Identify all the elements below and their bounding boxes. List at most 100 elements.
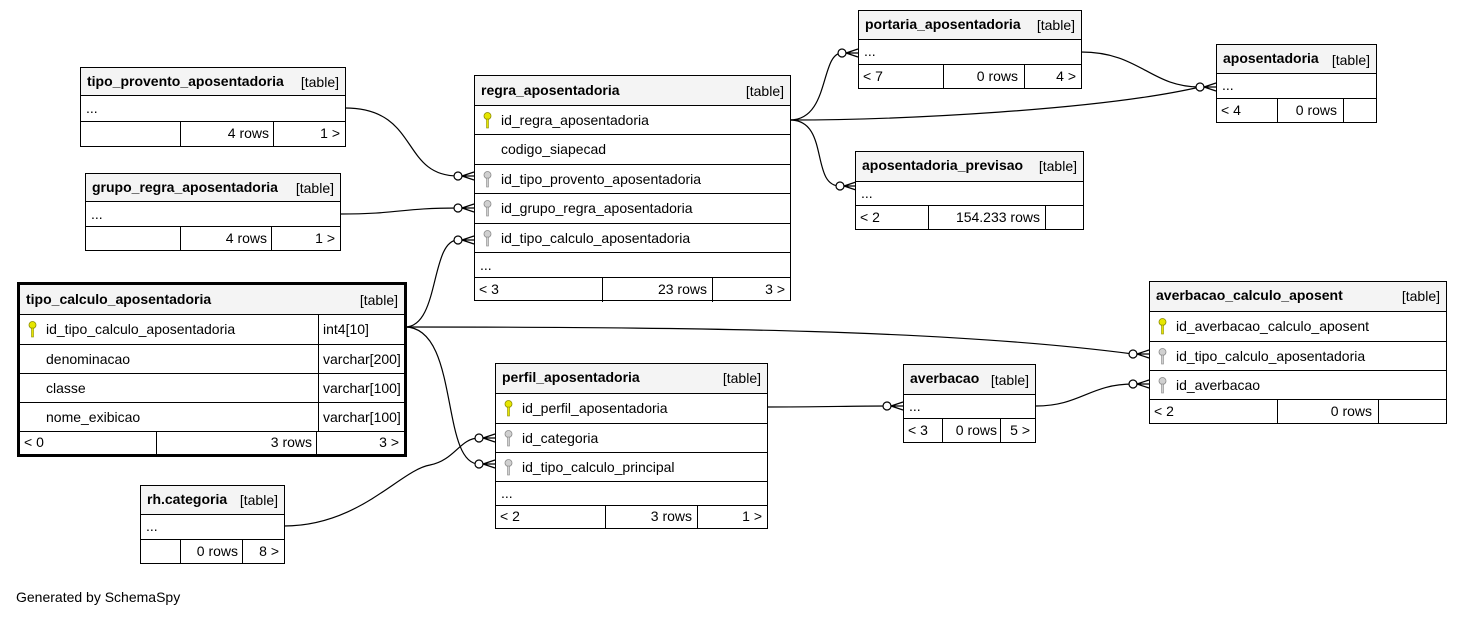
- column-row[interactable]: id_perfil_aposentadoria: [496, 394, 767, 424]
- crowfoot-marker: [1195, 82, 1205, 92]
- crowfoot-marker: [837, 48, 847, 58]
- column-type: varchar[100]: [318, 374, 401, 402]
- foreign-key-icon: [1158, 377, 1167, 394]
- column-row[interactable]: codigo_siapecad: [475, 135, 790, 165]
- parents-count[interactable]: < 2: [1154, 403, 1174, 419]
- column-row[interactable]: id_grupo_regra_aposentadoria: [475, 194, 790, 224]
- edge-tipo-calculo-averbacao-calc: [404, 326, 1134, 355]
- parents-count[interactable]: < 3: [479, 281, 499, 297]
- foreign-key-icon: [504, 459, 513, 476]
- table-type: [table]: [1331, 52, 1370, 68]
- children-count[interactable]: 4 >: [1056, 68, 1076, 84]
- column-row[interactable]: id_tipo_calculo_principal: [496, 453, 767, 482]
- crowfoot-marker: [1128, 349, 1138, 359]
- parents-count[interactable]: < 0: [24, 434, 44, 450]
- table-type: [table]: [1038, 158, 1077, 174]
- column-name: classe: [46, 380, 86, 396]
- column-row[interactable]: classe varchar[100]: [20, 374, 404, 403]
- column-row[interactable]: id_regra_aposentadoria: [475, 106, 790, 135]
- primary-key-icon: [504, 400, 513, 417]
- children-count[interactable]: 3 >: [379, 434, 399, 450]
- table-footer: < 2 154.233 rows: [856, 206, 1083, 229]
- table-header: grupo_regra_aposentadoria [table]: [86, 174, 340, 202]
- column-row[interactable]: id_averbacao_calculo_aposent: [1150, 312, 1446, 342]
- table-footer: 4 rows 1 >: [81, 122, 345, 146]
- table-tipo-provento-aposentadoria[interactable]: tipo_provento_aposentadoria [table] ... …: [80, 67, 346, 147]
- table-footer: < 4 0 rows: [1217, 99, 1376, 122]
- row-count: 4 rows: [225, 230, 267, 246]
- table-averbacao-calculo-aposent[interactable]: averbacao_calculo_aposent [table] id_ave…: [1149, 281, 1447, 424]
- row-count: 23 rows: [657, 281, 707, 297]
- table-grupo-regra-aposentadoria[interactable]: grupo_regra_aposentadoria [table] ... 4 …: [85, 173, 341, 251]
- column-row[interactable]: id_tipo_calculo_aposentadoria int4[10]: [20, 315, 404, 345]
- edge-tipo-calculo-regra: [404, 239, 459, 328]
- parents-count[interactable]: < 2: [860, 209, 880, 225]
- column-name: id_tipo_calculo_principal: [522, 459, 675, 475]
- parents-count[interactable]: < 3: [908, 422, 928, 438]
- table-type: [table]: [1036, 17, 1075, 33]
- crowfoot-marker: [453, 203, 463, 213]
- crowfoot-marker: [453, 235, 463, 245]
- foreign-key-icon: [483, 200, 492, 217]
- parents-count[interactable]: < 7: [863, 68, 883, 84]
- collapsed-columns: ...: [856, 182, 1083, 206]
- column-name: id_grupo_regra_aposentadoria: [501, 200, 693, 216]
- column-row[interactable]: id_tipo_calculo_aposentadoria: [475, 224, 790, 253]
- collapsed-columns: ...: [1217, 74, 1376, 99]
- table-portaria-aposentadoria[interactable]: portaria_aposentadoria [table] ... < 7 0…: [858, 10, 1082, 89]
- column-name: id_perfil_aposentadoria: [522, 400, 668, 416]
- column-row[interactable]: id_categoria: [496, 424, 767, 453]
- row-count: 3 rows: [650, 508, 692, 524]
- table-name: portaria_aposentadoria: [865, 16, 1021, 32]
- primary-key-icon: [1158, 318, 1167, 335]
- foreign-key-icon: [1158, 348, 1167, 365]
- edge-grupo-regra-regra: [339, 207, 459, 215]
- column-row[interactable]: nome_exibicao varchar[100]: [20, 403, 404, 432]
- table-aposentadoria[interactable]: aposentadoria [table] ... < 4 0 rows: [1216, 44, 1377, 123]
- table-type: [table]: [359, 292, 398, 308]
- column-row[interactable]: id_averbacao: [1150, 371, 1446, 400]
- row-count: 0 rows: [1330, 403, 1372, 419]
- table-name: regra_aposentadoria: [481, 82, 620, 98]
- children-count[interactable]: 1 >: [320, 125, 340, 141]
- column-name: id_regra_aposentadoria: [501, 112, 649, 128]
- table-perfil-aposentadoria[interactable]: perfil_aposentadoria [table] id_perfil_a…: [495, 363, 768, 529]
- table-header: tipo_provento_aposentadoria [table]: [81, 68, 345, 96]
- column-name: id_tipo_calculo_aposentadoria: [1176, 348, 1366, 364]
- column-row[interactable]: id_tipo_calculo_aposentadoria: [1150, 342, 1446, 371]
- parents-count[interactable]: < 2: [500, 508, 520, 524]
- children-count[interactable]: 5 >: [1010, 422, 1030, 438]
- row-count: 0 rows: [976, 68, 1018, 84]
- column-name: denominacao: [46, 351, 131, 367]
- table-type: [table]: [990, 372, 1029, 388]
- parents-count[interactable]: < 4: [1221, 102, 1241, 118]
- table-header: rh.categoria [table]: [141, 486, 284, 515]
- table-type: [table]: [1401, 288, 1440, 304]
- column-name: nome_exibicao: [46, 409, 141, 425]
- edge-regra-aposentadoria: [789, 86, 1201, 121]
- edge-regra-portaria: [789, 52, 843, 121]
- children-count[interactable]: 3 >: [765, 281, 785, 297]
- column-name: id_tipo_calculo_aposentadoria: [46, 321, 236, 337]
- column-row[interactable]: id_tipo_provento_aposentadoria: [475, 165, 790, 194]
- table-header: averbacao [table]: [904, 365, 1035, 395]
- table-footer: < 2 0 rows: [1150, 400, 1446, 423]
- table-averbacao[interactable]: averbacao [table] ... < 3 0 rows 5 >: [903, 364, 1036, 443]
- children-count[interactable]: 1 >: [315, 230, 335, 246]
- row-count: 0 rows: [196, 543, 238, 559]
- table-tipo-calculo-aposentadoria[interactable]: tipo_calculo_aposentadoria [table] id_ti…: [17, 282, 407, 457]
- column-name: id_categoria: [522, 430, 599, 446]
- children-count[interactable]: 8 >: [259, 543, 279, 559]
- table-name: averbacao_calculo_aposent: [1156, 287, 1343, 303]
- ellipsis: ...: [480, 257, 492, 273]
- column-type: varchar[100]: [318, 403, 401, 431]
- column-type: varchar[200]: [318, 345, 401, 373]
- table-name: tipo_calculo_aposentadoria: [26, 291, 212, 307]
- edge-perfil-averbacao: [766, 405, 888, 408]
- table-regra-aposentadoria[interactable]: regra_aposentadoria [table] id_regra_apo…: [474, 75, 791, 302]
- column-row[interactable]: denominacao varchar[200]: [20, 345, 404, 374]
- table-rh-categoria[interactable]: rh.categoria [table] ... 0 rows 8 >: [140, 485, 285, 564]
- children-count[interactable]: 1 >: [742, 508, 762, 524]
- table-aposentadoria-previsao[interactable]: aposentadoria_previsao [table] ... < 2 1…: [855, 151, 1084, 230]
- table-name: aposentadoria_previsao: [862, 157, 1024, 173]
